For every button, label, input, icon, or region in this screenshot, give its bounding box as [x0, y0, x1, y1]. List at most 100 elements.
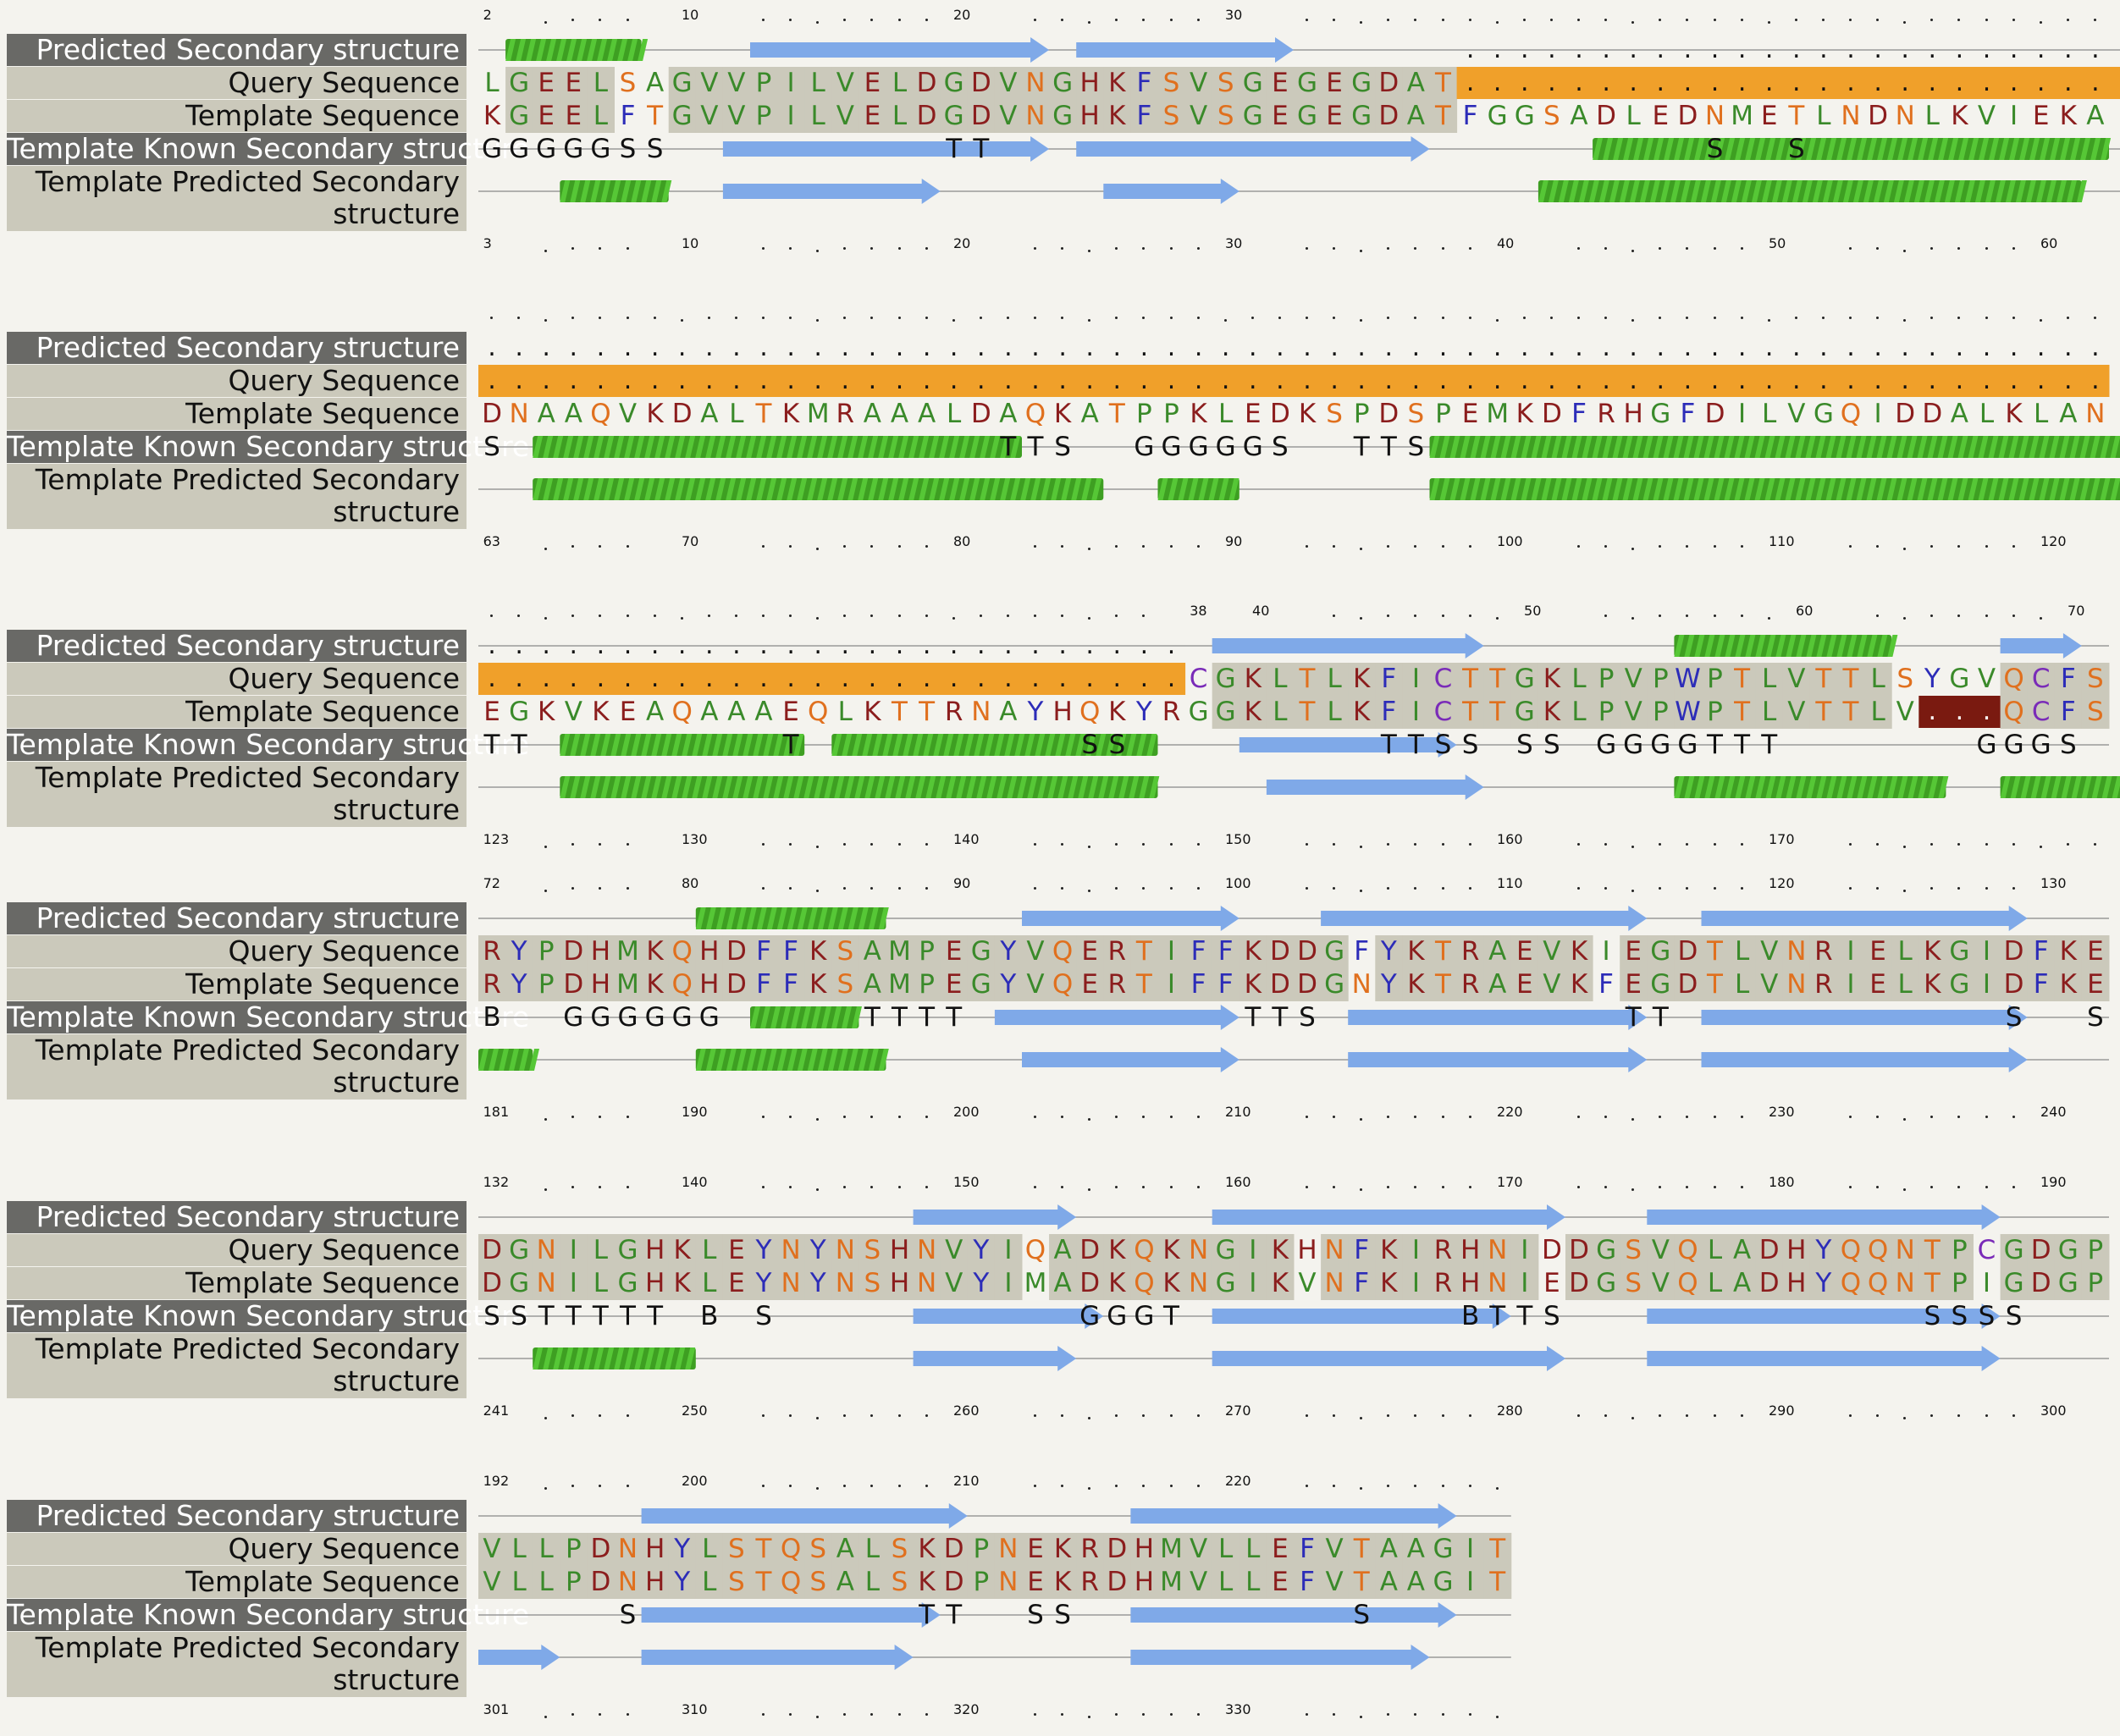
tick-dot — [1468, 843, 1471, 846]
template-residue: I — [569, 1268, 577, 1298]
strand-arrow — [478, 1645, 560, 1670]
tick-dot — [1333, 19, 1336, 21]
tick-dot — [2039, 21, 2042, 24]
gap-dot: . — [2009, 366, 2018, 395]
gap-dot: . — [1955, 697, 1964, 726]
identity-cell — [722, 67, 751, 133]
known-ss-letter: G — [1161, 432, 1182, 462]
tick-dot — [1686, 614, 1689, 617]
known-ss-letter: S — [1787, 134, 1805, 164]
tick-dot — [1794, 19, 1797, 21]
template-residue: K — [1162, 1268, 1180, 1298]
tick-dot — [544, 21, 548, 24]
tick-dot — [1985, 247, 1988, 250]
gap-dot: . — [1548, 68, 1556, 97]
template-residue: K — [918, 1567, 936, 1597]
query-residue: P — [2087, 1235, 2104, 1265]
template-residue: L — [538, 1567, 554, 1597]
known-ss-letter: B — [483, 1002, 501, 1033]
tick-dot — [1876, 614, 1880, 617]
gap-cell — [722, 365, 751, 397]
known-ss-letter: G — [1242, 432, 1263, 462]
known-ss-letter: S — [1272, 432, 1289, 462]
template-residue: H — [1460, 1268, 1481, 1298]
template-residue: K — [809, 969, 827, 1000]
position-tick: 70 — [2068, 603, 2085, 619]
pred-dot: . — [1629, 35, 1637, 64]
template-residue: I — [1982, 1268, 1991, 1298]
tick-dot — [626, 1713, 629, 1716]
identity-cell — [614, 935, 643, 1001]
template-residue: K — [1108, 101, 1126, 131]
identity-cell — [913, 1234, 941, 1300]
template-residue: L — [702, 1567, 717, 1597]
gap-cell — [2027, 67, 2056, 99]
tick-dot — [789, 614, 792, 617]
template-residue: H — [644, 1567, 665, 1597]
known-ss-letter: S — [1027, 1600, 1044, 1630]
template-residue: V — [836, 101, 854, 131]
query-residue: Q — [1052, 936, 1074, 967]
tick-dot — [1142, 843, 1146, 846]
template-residue: L — [1870, 697, 1885, 727]
template-residue: Y — [674, 1567, 691, 1597]
template-residue: P — [1435, 399, 1451, 429]
template-residue: G — [1242, 101, 1263, 131]
template-residue: D — [563, 969, 584, 1000]
tick-dot — [1659, 1186, 1662, 1188]
ss-track — [505, 67, 2120, 133]
query-residue: Q — [1024, 1235, 1046, 1265]
gap-dot: . — [705, 664, 714, 693]
template-residue: K — [1053, 1567, 1072, 1597]
query-residue: C — [1977, 1235, 1996, 1265]
gap-dot: . — [977, 366, 985, 395]
tick-dot — [1115, 19, 1118, 21]
tick-dot — [1930, 614, 1934, 617]
tick-dot — [1061, 1485, 1064, 1487]
position-tick: 150 — [952, 1174, 980, 1190]
gap-dot: . — [1982, 697, 1991, 726]
ss-track — [478, 663, 2110, 729]
label-line-1: Template Predicted Secondary — [35, 761, 460, 794]
identity-cell — [505, 1234, 533, 1300]
tick-dot — [517, 317, 521, 319]
pred-dot: . — [623, 631, 632, 660]
query-residue: S — [1625, 1235, 1642, 1265]
tick-dot — [1306, 545, 1308, 548]
pred-dot: . — [1982, 35, 1991, 64]
query-residue: R — [483, 936, 501, 967]
tick-dot — [897, 843, 901, 846]
template-residue: T — [1489, 1567, 1506, 1597]
template-residue: F — [1598, 969, 1615, 1000]
template-residue: I — [1249, 1268, 1257, 1298]
tick-dot — [1142, 247, 1146, 250]
tick-dot — [1414, 545, 1417, 548]
tick-dot — [571, 843, 575, 846]
identity-cell — [831, 67, 859, 133]
tick-dot — [1306, 19, 1308, 21]
identity-cell — [1184, 1234, 1213, 1300]
template-residue: K — [483, 101, 501, 131]
gap-cell — [750, 365, 778, 397]
gap-cell — [614, 663, 643, 695]
known-ss-letter: T — [782, 730, 799, 760]
pred-dot: . — [2064, 35, 2073, 64]
template-residue: L — [864, 1567, 881, 1597]
query-residue: K — [1353, 664, 1371, 694]
query-residue: I — [1982, 936, 1991, 967]
tick-dot — [571, 545, 575, 548]
template-residue: I — [2010, 101, 2018, 131]
position-tick: 3 — [483, 235, 492, 251]
template-residue: N — [1895, 101, 1915, 131]
tick-dot — [1115, 1116, 1118, 1118]
position-tick: 140 — [952, 831, 980, 847]
query-residue: D — [1677, 936, 1698, 967]
tick-dot — [816, 890, 820, 892]
gap-dot: . — [488, 366, 496, 395]
template-residue: L — [947, 399, 962, 429]
template-residue: N — [1488, 1268, 1508, 1298]
known-ss-letter: T — [1353, 432, 1370, 462]
pred-dot: . — [732, 333, 741, 362]
template-residue: G — [509, 1268, 530, 1298]
query-residue: D — [2003, 936, 2024, 967]
